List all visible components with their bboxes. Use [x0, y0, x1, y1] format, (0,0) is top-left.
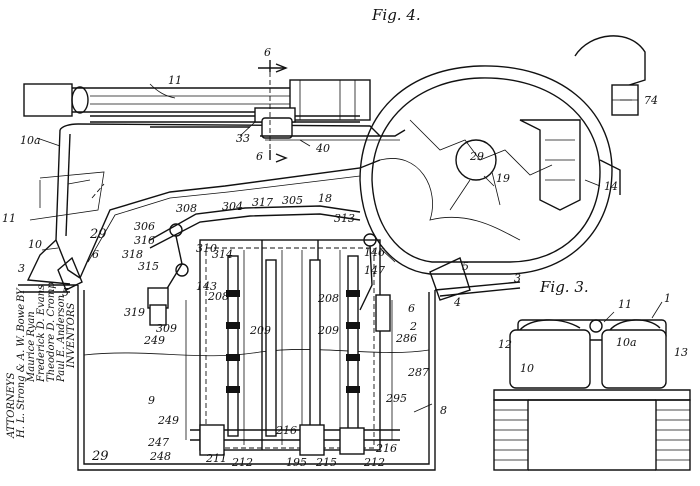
gun-barrel	[23, 79, 371, 123]
fig3-label-12: 12	[498, 338, 512, 351]
inventors-block: INVENTORS Paul E. Anderson Theodore D. C…	[6, 282, 77, 439]
fig3-label-11: 11	[618, 298, 632, 311]
inventor-name-1: Paul E. Anderson	[56, 295, 67, 383]
label-287: 287	[407, 366, 429, 379]
fig3-drawing: 11 1 10a 12 13 10	[493, 292, 691, 471]
label-247: 247	[147, 436, 169, 449]
breech-mechanism	[150, 107, 406, 141]
label-306: 306	[134, 220, 155, 233]
label-304: 304	[222, 200, 243, 213]
label-317: 317	[252, 196, 273, 209]
fig3-label-10a: 10a	[616, 336, 637, 349]
label-6-left: 6	[92, 248, 99, 261]
label-5-right: 5	[462, 260, 469, 273]
fig3-label-1: 1	[664, 292, 671, 305]
label-breech: 74	[644, 94, 658, 107]
section-mark-top: 6	[264, 46, 271, 59]
section-line-6	[258, 60, 288, 163]
label-208a: 208	[207, 290, 229, 303]
label-286: 286	[395, 332, 417, 345]
loader-linkage	[147, 205, 396, 332]
label-8: 8	[440, 404, 447, 417]
label-315: 315	[138, 260, 159, 273]
attorneys-role: ATTORNEYS	[6, 372, 17, 439]
label-barrel: 11	[168, 74, 182, 87]
label-147: 147	[364, 264, 385, 277]
label-318: 318	[122, 248, 143, 261]
ammo-rack	[185, 239, 400, 456]
fig4-drawing: 11 74 10a 10 11 3 3 6 6 5 5 2 4 8 9 29 2…	[2, 35, 658, 471]
label-40: 40	[315, 142, 330, 155]
label-turret-front: 10a	[20, 134, 41, 147]
fig3-track-left	[493, 399, 529, 471]
label-216a: 216	[275, 424, 297, 437]
label-29-circle: 29	[469, 150, 484, 163]
label-212a: 212	[231, 456, 253, 469]
label-319: 319	[124, 306, 145, 319]
label-29-bottom: 29	[91, 449, 109, 464]
label-29-top: 29	[89, 227, 107, 242]
inventors-by: BY	[16, 287, 27, 303]
fig3-label-13: 13	[674, 346, 688, 359]
inventor-name-3: Frederick D. Evans	[36, 285, 47, 383]
label-314: 314	[212, 248, 233, 261]
label-305: 305	[282, 194, 303, 207]
label-209b: 209	[317, 324, 339, 337]
label-turret: 10	[28, 238, 42, 251]
fig4-title: Fig. 4.	[371, 6, 421, 24]
section-mark-bottom: 6	[256, 150, 263, 163]
label-arrow-left: 11	[2, 212, 16, 225]
label-212b: 212	[363, 456, 385, 469]
label-309: 309	[156, 322, 177, 335]
label-2: 2	[409, 320, 417, 333]
label-4: 4	[453, 296, 461, 309]
turret-ring-cutaway	[359, 65, 613, 275]
label-211: 211	[205, 452, 227, 465]
label-143: 143	[196, 280, 217, 293]
label-208b: 208	[317, 292, 339, 305]
label-33: 33	[236, 132, 250, 145]
label-209a: 209	[249, 324, 271, 337]
label-313: 313	[334, 212, 355, 225]
label-146: 146	[364, 246, 385, 259]
label-195: 195	[286, 456, 307, 469]
rack-clips-right	[346, 290, 360, 393]
inventor-name-2: Theodore D. Cromp	[46, 282, 57, 382]
label-18: 18	[318, 192, 332, 205]
label-19: 19	[496, 172, 510, 185]
label-249a: 249	[143, 334, 165, 347]
hull	[18, 256, 521, 471]
label-hull-top-right: 3	[514, 272, 521, 285]
attorney-signature: H. L. Strong & A. W. Bowe	[16, 304, 27, 439]
breech-housing	[574, 35, 646, 195]
label-216b: 216	[375, 442, 397, 455]
leader-lines	[36, 83, 632, 413]
label-hull-top-left: 3	[18, 262, 25, 275]
label-248: 248	[149, 450, 171, 463]
inventor-name-4: Maurice Ryan	[26, 311, 37, 383]
fig3-track-right	[655, 399, 691, 471]
label-9: 9	[148, 394, 155, 407]
label-310: 310	[196, 242, 217, 255]
rack-clips-left	[226, 290, 240, 393]
label-308: 308	[176, 202, 197, 215]
fig3-label-10: 10	[520, 362, 534, 375]
label-295: 295	[385, 392, 407, 405]
turret-body	[26, 123, 381, 285]
label-14: 14	[604, 180, 618, 193]
label-215: 215	[315, 456, 337, 469]
label-6-right: 6	[408, 302, 415, 315]
inventors-heading: INVENTORS	[66, 303, 77, 369]
label-5-left: 5	[62, 286, 69, 299]
label-316: 316	[134, 234, 155, 247]
fig3-title: Fig. 3.	[539, 278, 589, 296]
label-249b: 249	[157, 414, 179, 427]
